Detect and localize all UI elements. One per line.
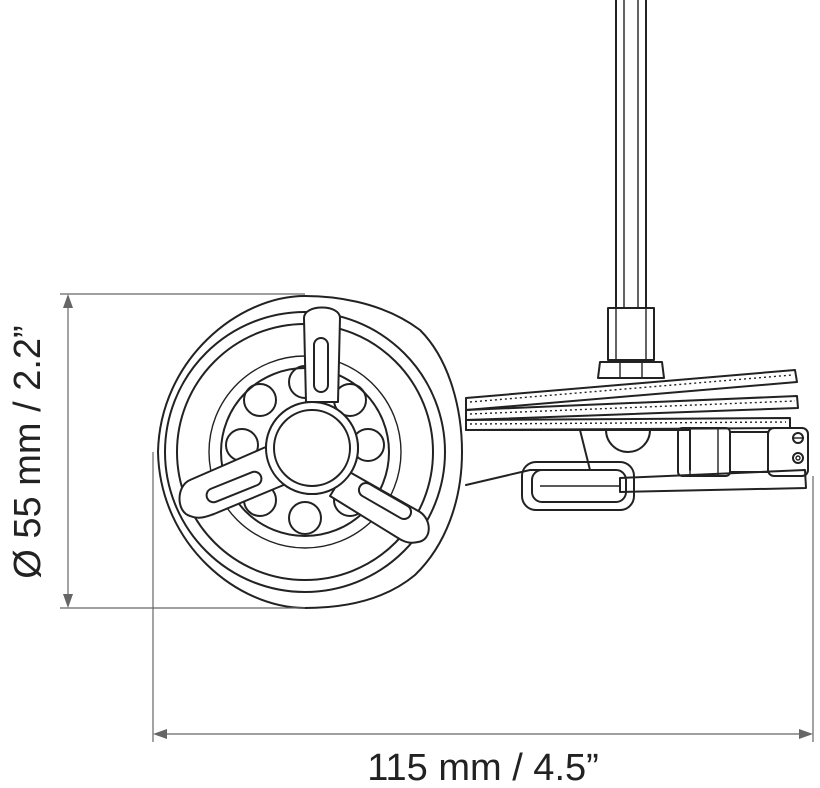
diameter-dimension (60, 293, 305, 609)
vertical-stem (597, 0, 665, 379)
reel-wheel (157, 295, 463, 609)
spring-arm-assembly (465, 369, 809, 511)
length-dimension (152, 452, 814, 742)
length-label: 115 mm / 4.5” (367, 747, 599, 788)
diameter-label: Ø 55 mm / 2.2” (7, 325, 49, 578)
